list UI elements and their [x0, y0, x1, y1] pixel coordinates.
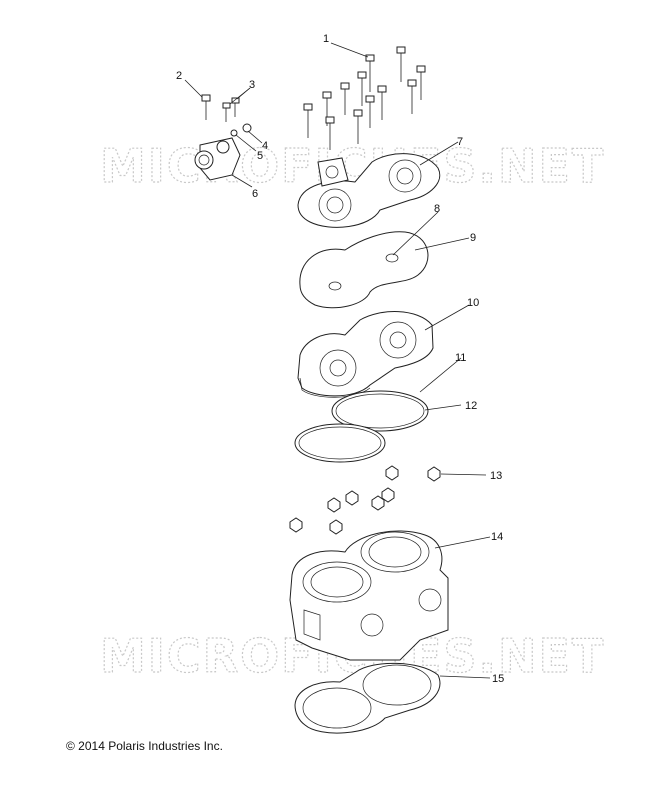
copyright-notice: © 2014 Polaris Industries Inc.	[66, 739, 223, 753]
callout-12: 12	[465, 400, 477, 412]
callout-6: 6	[252, 188, 258, 200]
callout-13: 13	[490, 470, 502, 482]
sealing-rings	[294, 390, 429, 463]
nuts	[289, 465, 441, 535]
callout-4: 4	[262, 140, 268, 152]
cylinder-block	[289, 530, 449, 661]
callout-7: 7	[457, 136, 463, 148]
callout-8: 8	[434, 203, 440, 215]
callout-1: 1	[323, 33, 329, 45]
callout-9: 9	[470, 232, 476, 244]
callout-14: 14	[491, 531, 503, 543]
thermostat-housing-group	[194, 94, 252, 181]
callout-2: 2	[176, 70, 182, 82]
callout-10: 10	[467, 297, 479, 309]
cylinder-head	[297, 311, 434, 398]
head-bolts	[303, 46, 426, 150]
callout-numbers: 1 2 3 4 5 6 7 8 9 10 11 12 13 14 15	[176, 33, 504, 685]
callout-5: 5	[257, 150, 263, 162]
callout-3: 3	[249, 79, 255, 91]
head-gasket-seal	[299, 231, 429, 309]
callout-11: 11	[455, 352, 466, 364]
cylinder-head-cover	[297, 153, 441, 228]
base-gasket	[294, 662, 441, 734]
leader-lines	[184, 42, 491, 679]
callout-15: 15	[492, 673, 504, 685]
